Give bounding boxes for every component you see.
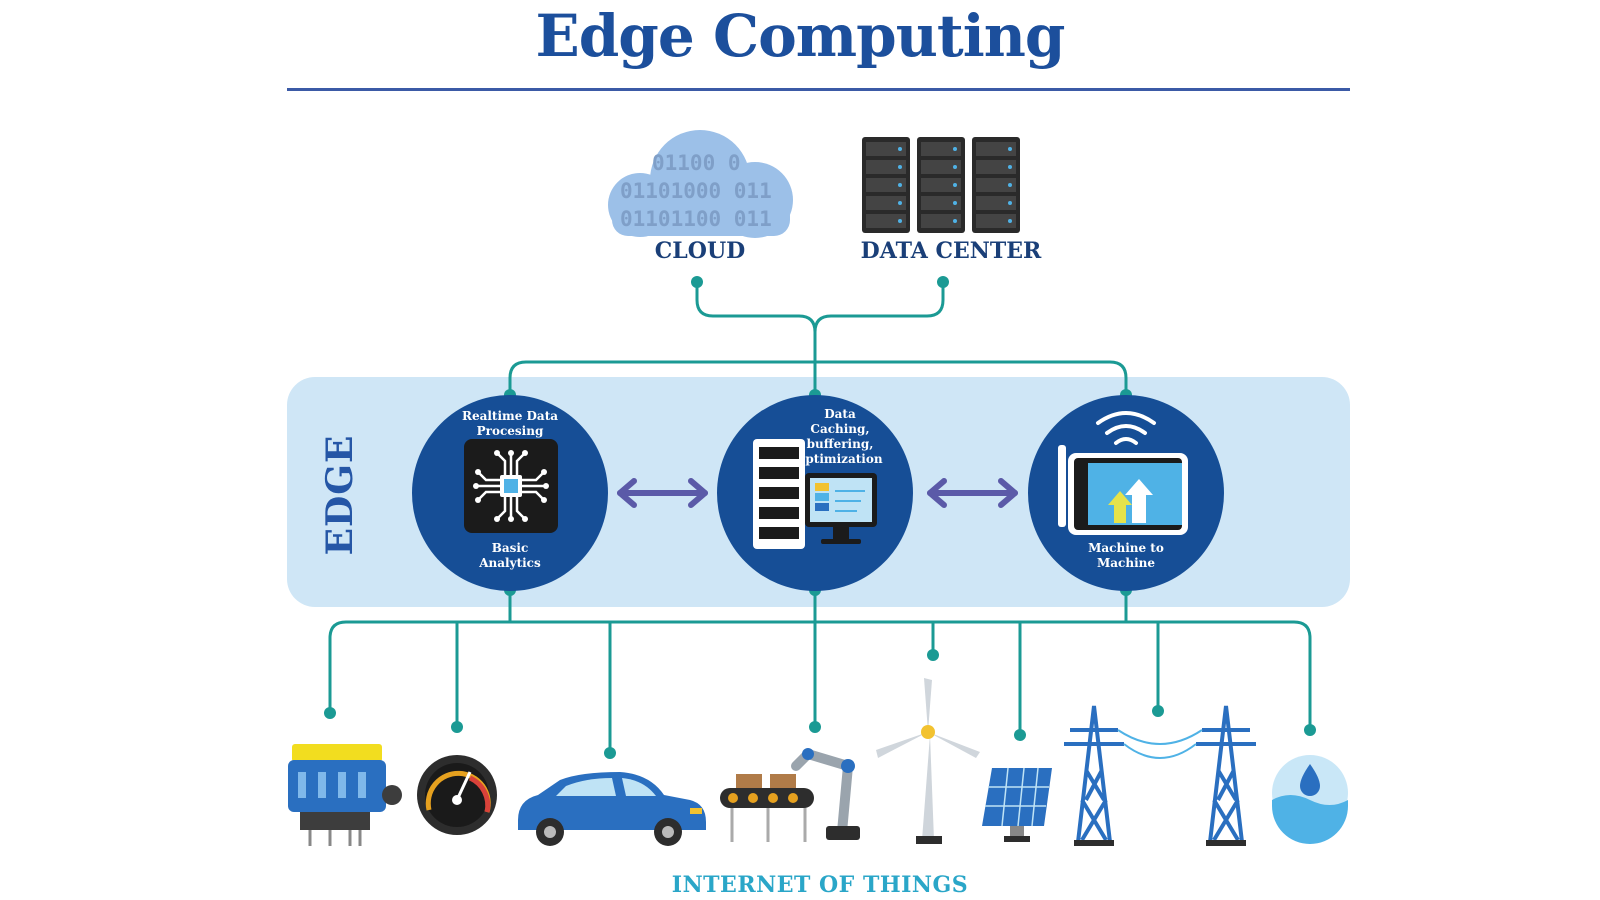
solar-panel-icon: [982, 767, 1052, 842]
node-1-bottom-line-2: Analytics: [479, 556, 541, 570]
car-icon: [518, 772, 706, 846]
edge-node-machine-to-machine: Machine to Machine: [1028, 395, 1224, 591]
double-arrow-icon: [617, 478, 708, 508]
wind-turbine-icon: [876, 678, 980, 844]
cloud-label: CLOUD: [654, 238, 746, 264]
node-2-top-line-4: optimization: [797, 452, 883, 466]
cloud-digits-line-3: 01101100 011: [620, 207, 772, 231]
cloud-digits-line-1: 01100 0: [652, 151, 741, 175]
edge-node-data-caching: Data Caching, buffering, optimization: [717, 395, 913, 591]
water-drop-icon: [1272, 755, 1348, 844]
page-title: Edge Computing: [535, 2, 1066, 70]
power-tower-icon: [1064, 705, 1256, 843]
node-2-top-line-3: buffering,: [806, 437, 874, 451]
double-arrow-icon-2: [927, 478, 1018, 508]
node-1-top-line-2: Procesing: [476, 424, 544, 438]
node-3-bottom-line-2: Machine: [1096, 556, 1155, 570]
cloud-digits-line-2: 01101000 011: [620, 179, 772, 203]
node-3-bottom-line-1: Machine to: [1088, 541, 1164, 555]
node-1-top-line-1: Realtime Data: [461, 409, 559, 423]
node-1-bottom-line-1: Basic: [491, 541, 529, 555]
edge-node-realtime-processing: Realtime Data Procesing Basic Analytics: [412, 395, 608, 591]
node-2-top-line-2: Caching,: [810, 422, 870, 436]
data-center-label: DATA CENTER: [860, 238, 1042, 264]
engine-icon: [288, 744, 402, 846]
microchip-icon: [464, 439, 558, 533]
server-monitor-icon: [753, 439, 877, 549]
node-2-top-line-1: Data: [824, 407, 856, 421]
robot-arm-conveyor-icon: [720, 748, 860, 842]
iot-label: INTERNET OF THINGS: [671, 872, 969, 898]
speedometer-icon: [417, 755, 497, 835]
title-divider: [287, 88, 1350, 91]
wireless-tablet-icon: [1058, 411, 1188, 535]
